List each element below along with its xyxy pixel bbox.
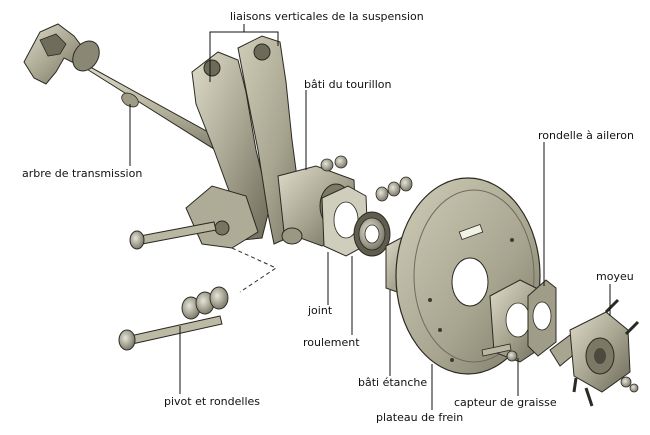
label-bearing: roulement <box>303 336 360 349</box>
label-sealed-housing: bâti étanche <box>358 376 428 389</box>
label-brake-plate: plateau de frein <box>376 411 464 424</box>
hub-shape <box>549 298 640 407</box>
label-hub: moyeu <box>596 270 634 283</box>
bolt-left <box>129 221 217 250</box>
label-pivot-washers: pivot et rondelles <box>164 395 261 408</box>
label-trunnion-housing: bâti du tourillon <box>304 78 392 91</box>
bearing-shape <box>353 211 391 257</box>
alignment-dashes <box>231 247 278 293</box>
label-flap-washer: rondelle à aileron <box>538 129 634 142</box>
label-drive-shaft: arbre de transmission <box>22 167 143 180</box>
label-grease-sensor: capteur de graisse <box>454 396 557 409</box>
label-gasket: joint <box>308 304 333 317</box>
small-nuts <box>375 176 413 202</box>
pivot-washers-shape <box>118 286 229 351</box>
leader-lines <box>129 24 611 410</box>
flap-washer-shape <box>527 279 557 357</box>
label-suspension-links: liaisons verticales de la suspension <box>230 10 424 23</box>
